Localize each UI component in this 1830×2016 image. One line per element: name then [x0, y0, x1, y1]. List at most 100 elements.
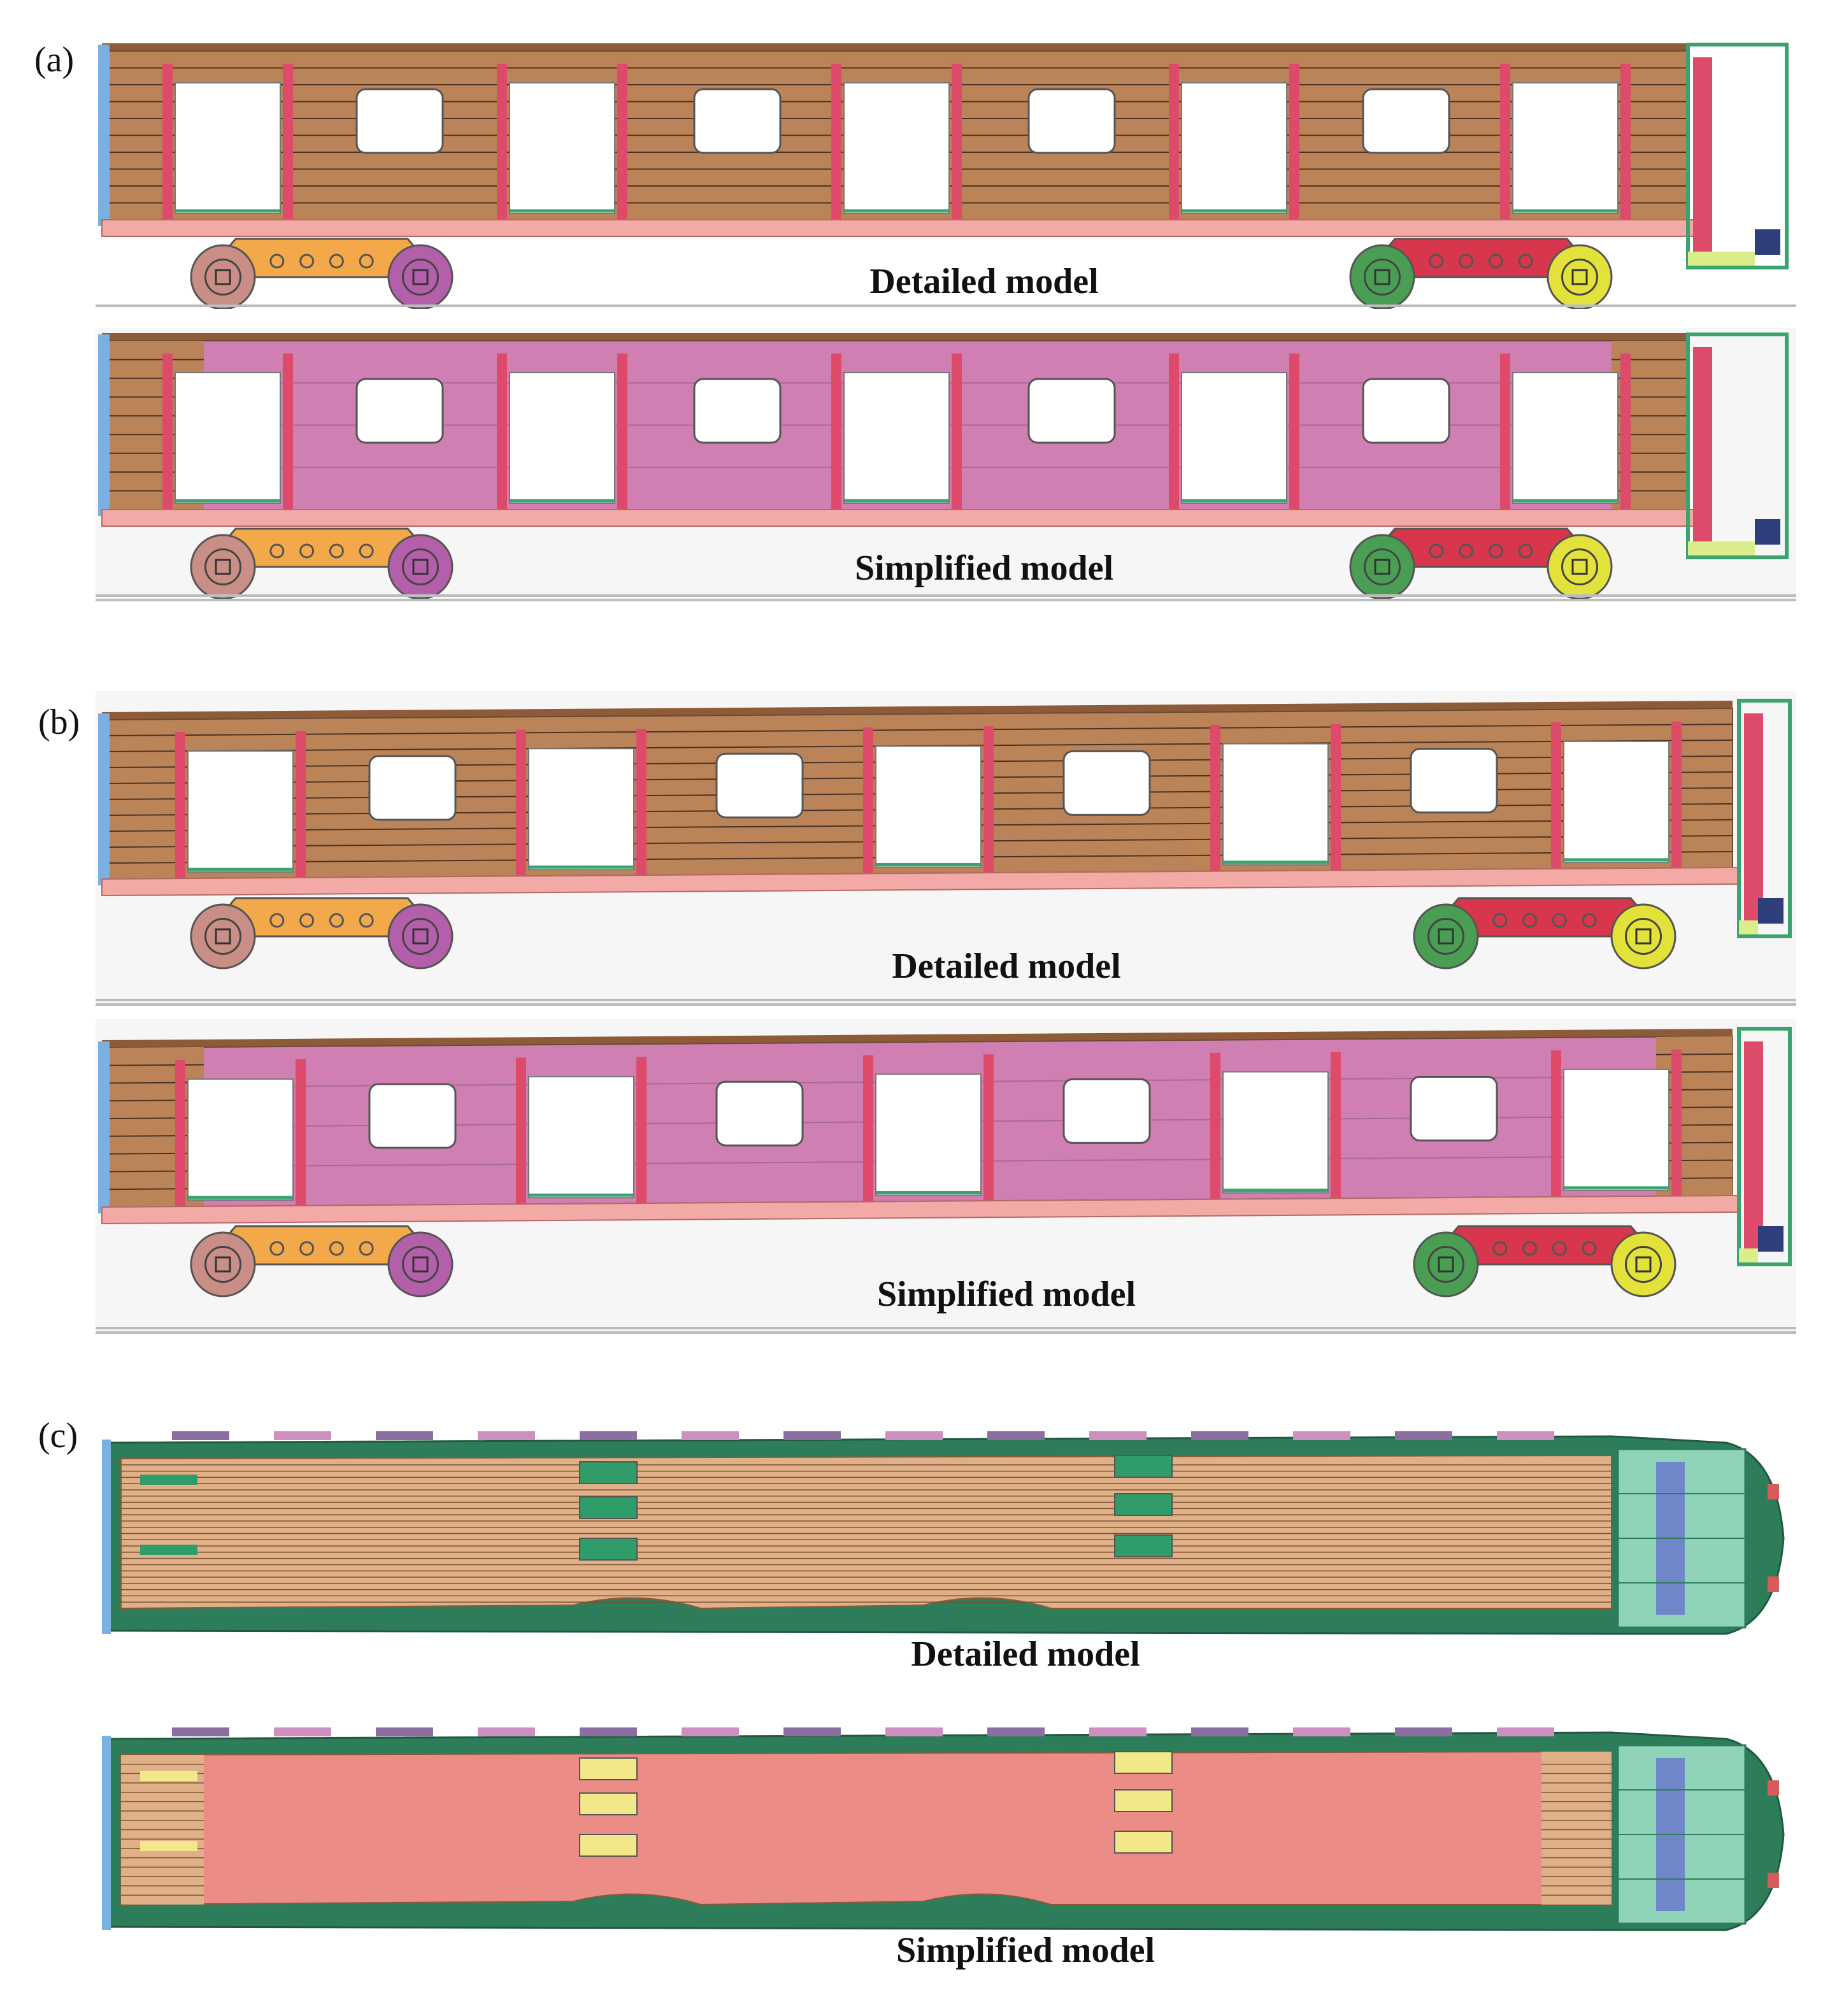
railcar-side-view-crushed-simplified: [96, 1027, 1796, 1329]
panel-label-c: (c): [38, 1416, 78, 1455]
front-wheel-rear-axle-box: [412, 1256, 429, 1273]
door-opening: [1222, 1071, 1329, 1194]
window-opening: [1027, 88, 1116, 154]
door-post: [863, 727, 873, 874]
end-stringer: [1655, 1053, 1733, 1055]
door-post: [1169, 64, 1179, 220]
front-wheel-front: [190, 534, 256, 599]
door-post: [983, 1054, 994, 1201]
side-rail-marker: [987, 1431, 1045, 1440]
door-opening: [509, 82, 615, 214]
side-rail-marker: [1497, 1727, 1554, 1736]
cab-floor-plate: [1739, 920, 1758, 934]
railcar-side-view-detailed: [96, 43, 1796, 309]
cab-end-frame: [1686, 43, 1789, 269]
caption-simplified-model: Simplified model: [876, 1275, 1136, 1314]
caption-detailed-model: Detailed model: [869, 262, 1099, 301]
door-opening: [175, 82, 281, 214]
rear-bogie-bolt: [1459, 254, 1474, 269]
coupler-block: [1755, 519, 1780, 545]
door-opening: [528, 748, 634, 871]
rear-wheel-rear-rim: [1625, 1246, 1662, 1283]
caption-detailed-model: Detailed model: [892, 947, 1121, 986]
side-rail-marker: [1395, 1727, 1452, 1736]
rear-bogie-bolt: [1492, 913, 1508, 928]
end-stringer: [101, 1117, 204, 1120]
cab-end-frame: [1737, 1027, 1792, 1266]
door-post: [983, 726, 994, 873]
roof-equipment-patch: [1114, 1789, 1173, 1812]
front-bogie-bolt: [299, 543, 315, 559]
front-wheel-front-axle-box: [215, 1256, 231, 1273]
rear-bogie-bolt: [1459, 543, 1474, 559]
front-wheel-rear: [387, 534, 454, 599]
roof-hatch-patch: [140, 1545, 197, 1555]
cab-end-frame: [1737, 699, 1792, 938]
side-rail-marker: [1293, 1431, 1350, 1440]
door-post: [283, 64, 293, 220]
rear-wheel-front: [1413, 1231, 1479, 1298]
front-wheel-rear-axle-box: [412, 269, 429, 285]
cab-collision-post: [1693, 57, 1712, 255]
left-end-plate: [102, 1736, 111, 1930]
front-wheel-rear: [387, 1231, 454, 1298]
front-wheel-front-rim: [204, 918, 241, 955]
coupler-block: [1758, 1226, 1784, 1252]
roof-equipment-patch: [1114, 1751, 1173, 1774]
rear-wheel-front-axle-box: [1374, 269, 1390, 285]
door-opening: [1181, 82, 1287, 214]
rear-bogie-bolt: [1518, 254, 1533, 269]
roof-equipment-patch: [579, 1792, 638, 1815]
buffer-marker: [1768, 1780, 1779, 1796]
window-opening: [355, 378, 444, 444]
side-rail-marker: [1191, 1431, 1248, 1440]
front-bogie-bolt: [329, 254, 344, 269]
window-opening: [715, 1080, 804, 1147]
side-rail-marker: [1395, 1431, 1452, 1440]
rear-bogie-bolt: [1582, 1241, 1597, 1256]
side-rail-marker: [885, 1431, 943, 1440]
railcar-side-view-crushed-detailed: [96, 699, 1796, 1001]
roof-equipment-patch: [1114, 1455, 1173, 1478]
window-opening: [715, 752, 804, 819]
panel-a-simplified-model: Simplified model: [96, 328, 1796, 601]
caption-detailed-model: Detailed model: [911, 1634, 1140, 1674]
door-opening: [875, 745, 982, 868]
front-bogie-bolt: [359, 1241, 374, 1256]
door-opening: [875, 1073, 982, 1196]
window-opening: [1027, 378, 1116, 444]
door-post: [296, 1059, 306, 1206]
front-wheel-front-axle-box: [215, 928, 231, 945]
door-post: [175, 1060, 185, 1207]
side-rail-marker: [274, 1727, 331, 1736]
front-bogie-bolt: [269, 254, 285, 269]
buffer-marker: [1768, 1484, 1779, 1499]
front-wheel-rear-rim: [402, 259, 439, 296]
panel-a-detailed-model: Detailed model: [96, 38, 1796, 309]
door-opening: [1563, 1068, 1669, 1191]
window-opening: [355, 88, 444, 154]
body-stringer: [101, 724, 1733, 736]
rear-wheel-front: [1349, 244, 1415, 309]
door-opening: [1181, 372, 1287, 504]
cab-collision-post: [1744, 1041, 1763, 1252]
left-end-plate: [98, 1041, 110, 1213]
door-post: [497, 64, 507, 220]
panel-label-b: (b): [38, 703, 80, 742]
simplified-roof-panel: [120, 1750, 1612, 1906]
front-bogie-bolt: [269, 913, 285, 928]
front-wheel-rear-axle-box: [412, 928, 429, 945]
rear-wheel-front-axle-box: [1438, 928, 1454, 945]
window-opening: [693, 378, 782, 444]
front-wheel-front-rim: [204, 1246, 241, 1283]
panel-b-simplified-model: Simplified model: [96, 1019, 1796, 1334]
door-post: [831, 64, 841, 220]
window-opening: [1362, 378, 1450, 444]
roof-equipment-patch: [1114, 1534, 1173, 1557]
door-post: [617, 354, 627, 510]
rear-wheel-rear-axle-box: [1571, 269, 1588, 285]
side-rail-marker: [783, 1431, 841, 1440]
door-opening: [528, 1076, 634, 1199]
coupler-block: [1755, 229, 1780, 255]
side-rail-marker: [580, 1431, 637, 1440]
